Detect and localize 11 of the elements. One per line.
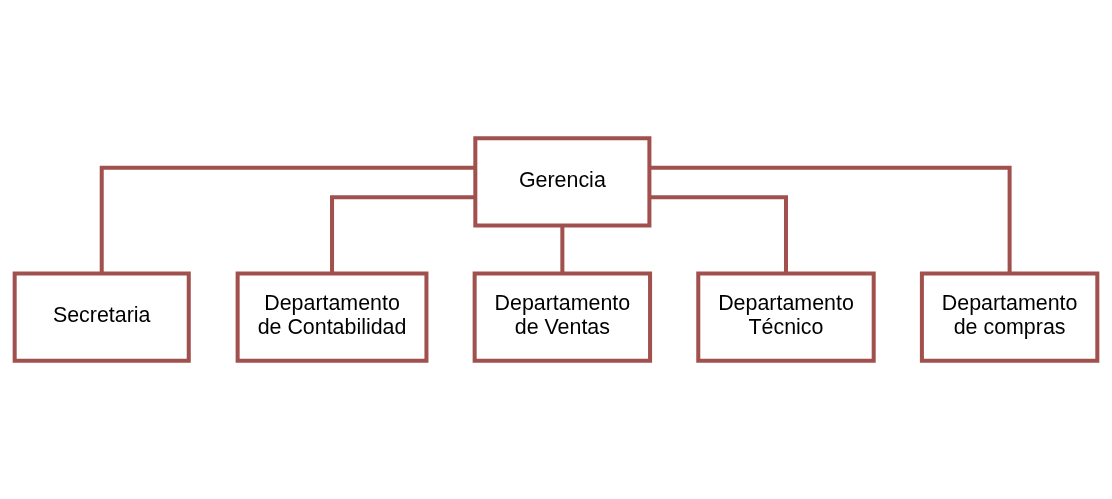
connector <box>330 195 476 274</box>
connector <box>649 195 788 274</box>
connector <box>560 225 565 274</box>
node-box: Departamento de Ventas <box>472 271 653 363</box>
node-box: Departamento de compras <box>919 271 1100 363</box>
node-box: Departamento Técnico <box>696 271 876 363</box>
connector <box>99 165 476 274</box>
node-box: Gerencia <box>473 136 652 228</box>
node-box: Secretaria <box>12 271 191 363</box>
connector <box>649 165 1012 274</box>
node-box: Departamento de Contabilidad <box>235 271 429 363</box>
